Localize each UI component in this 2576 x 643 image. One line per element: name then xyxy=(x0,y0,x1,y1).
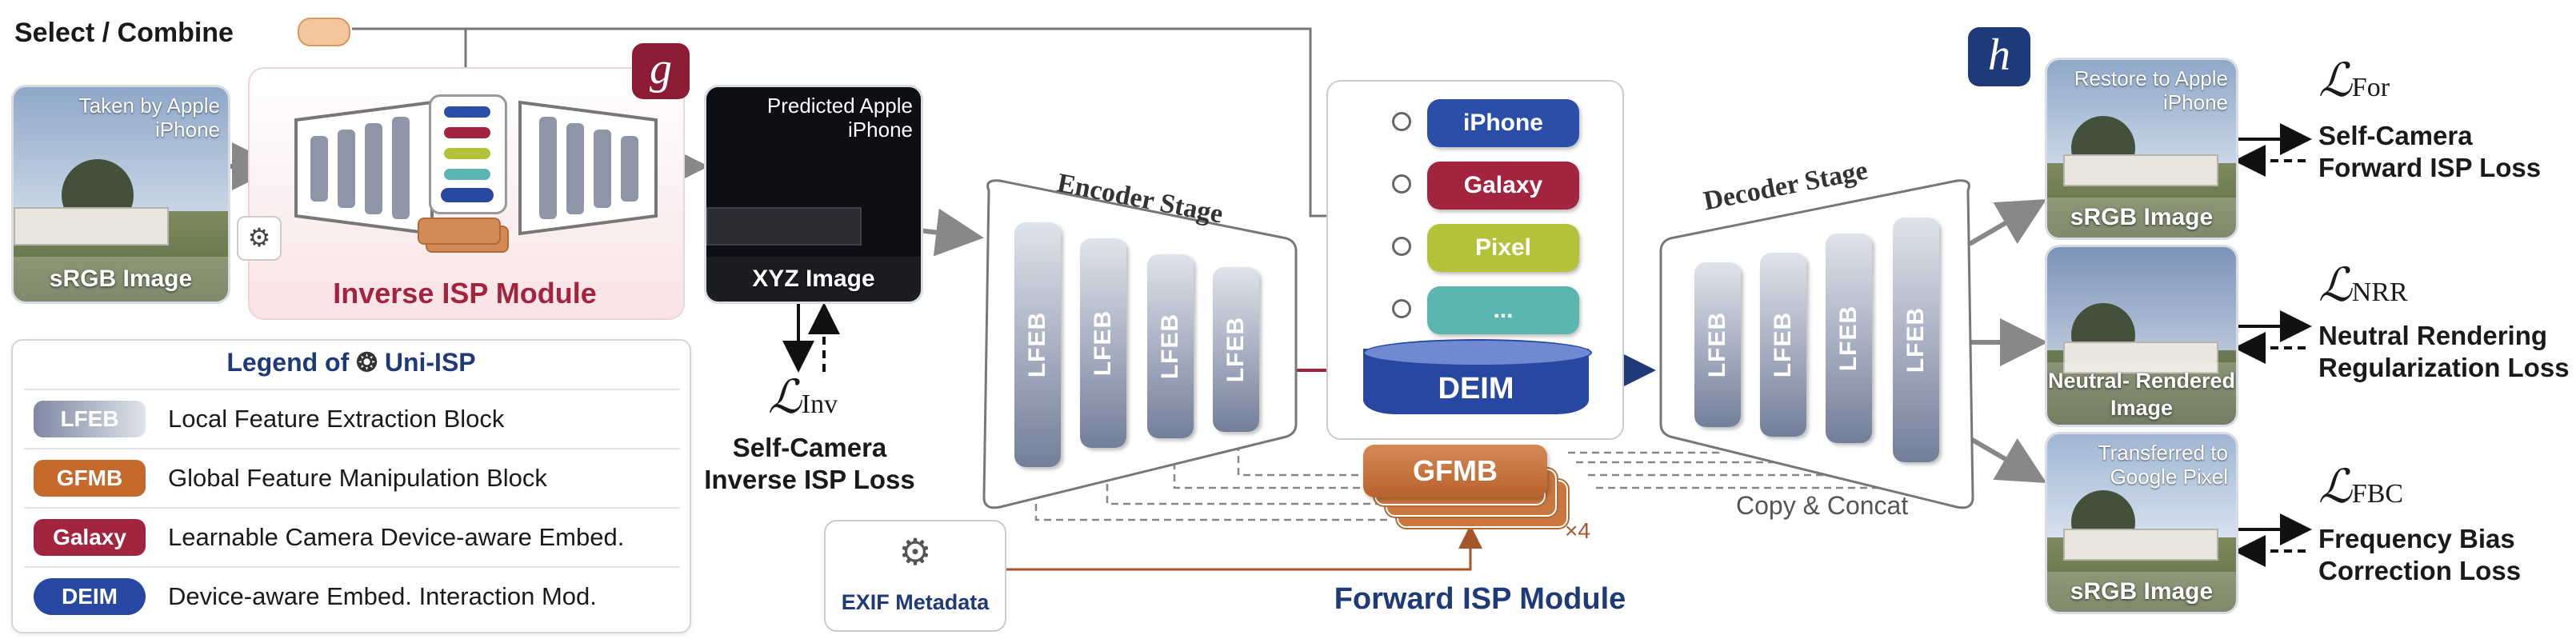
loss-fbc-symbol: ℒFBC xyxy=(2318,461,2404,513)
inverse-badge: g xyxy=(632,43,690,99)
output-photo-neutral: Neutral- Rendered Image xyxy=(2045,245,2238,427)
encoder-lfeb-4: LFEB xyxy=(1213,267,1259,432)
input-srgb-photo: Taken by Apple iPhone sRGB Image xyxy=(11,85,230,304)
inverse-isp-label: Inverse ISP Module xyxy=(333,277,597,310)
xyz-tag: Predicted Apple iPhone xyxy=(766,94,913,142)
legend-title: Legend of ❂ Uni-ISP xyxy=(226,348,476,377)
legend-row-galaxy: Galaxy Learnable Camera Device-aware Emb… xyxy=(24,507,680,566)
output-title-2: Neutral- Rendered Image xyxy=(2047,362,2236,425)
loss-for-symbol: ℒFor xyxy=(2318,54,2390,106)
pointing-hand-icon xyxy=(298,18,350,46)
legend-row-deim: DEIM Device-aware Embed. Interaction Mod… xyxy=(24,566,680,625)
forward-isp-label: Forward ISP Module xyxy=(1334,582,1626,616)
decoder-lfeb-3: LFEB xyxy=(1826,234,1872,443)
output-title-1: sRGB Image xyxy=(2047,198,2236,238)
output-tag-1: Restore to Apple iPhone xyxy=(2074,66,2228,114)
device-more-embed: ... xyxy=(1427,286,1579,334)
output-photo-restore: Restore to Apple iPhone sRGB Image xyxy=(2045,58,2238,240)
device-dot-pixel xyxy=(1392,237,1411,256)
device-pixel-embed: Pixel xyxy=(1427,224,1579,272)
encoder-lfeb-2: LFEB xyxy=(1080,238,1126,448)
legend-row-gfmb: GFMB Global Feature Manipulation Block xyxy=(24,448,680,507)
gfmb-module: GFMB xyxy=(1363,445,1547,497)
select-combine-label: Select / Combine xyxy=(14,18,234,48)
encoder-lfeb-3: LFEB xyxy=(1147,254,1194,438)
decoder-lfeb-2: LFEB xyxy=(1760,253,1806,437)
gear-icon: ⚙ xyxy=(237,216,282,261)
input-title: sRGB Image xyxy=(14,257,228,302)
device-dot-galaxy xyxy=(1392,174,1411,194)
device-galaxy-embed: Galaxy xyxy=(1427,162,1579,210)
inverse-decoder-funnel xyxy=(518,100,658,236)
xyz-title: XYZ Image xyxy=(706,257,921,302)
encoder-lfeb-1: LFEB xyxy=(1014,222,1061,467)
device-dot-more xyxy=(1392,299,1411,318)
inverse-loss-symbol: ℒInv xyxy=(768,371,838,423)
loss-nrr-symbol: ℒNRR xyxy=(2318,259,2408,311)
legend-panel: Legend of ❂ Uni-ISP LFEB Local Feature E… xyxy=(11,339,691,633)
forward-badge: h xyxy=(1968,27,2030,86)
device-iphone-embed: iPhone xyxy=(1427,99,1579,147)
input-tag: Taken by Apple iPhone xyxy=(78,94,220,142)
device-dot-iphone xyxy=(1392,112,1411,131)
inverse-encoder-funnel xyxy=(294,100,434,236)
exif-label: EXIF Metadata xyxy=(841,590,990,614)
legend-row-lfeb: LFEB Local Feature Extraction Block xyxy=(24,389,680,448)
output-title-3: sRGB Image xyxy=(2047,572,2236,612)
gfmb-repeat-count: ×4 xyxy=(1565,518,1590,543)
decoder-lfeb-4: LFEB xyxy=(1893,218,1939,462)
decoder-lfeb-1: LFEB xyxy=(1694,262,1741,427)
inverse-embedding-stack xyxy=(429,94,507,214)
exif-gear-icon: ⚙ xyxy=(898,531,932,573)
deim-top xyxy=(1363,339,1592,366)
copy-concat-label: Copy & Concat xyxy=(1736,491,1909,520)
xyz-photo: Predicted Apple iPhone XYZ Image xyxy=(704,85,923,304)
output-tag-3: Transferred to Google Pixel xyxy=(2098,441,2228,489)
exif-box: ⚙ EXIF Metadata xyxy=(824,520,1006,632)
output-photo-transfer: Transferred to Google Pixel sRGB Image xyxy=(2045,432,2238,614)
